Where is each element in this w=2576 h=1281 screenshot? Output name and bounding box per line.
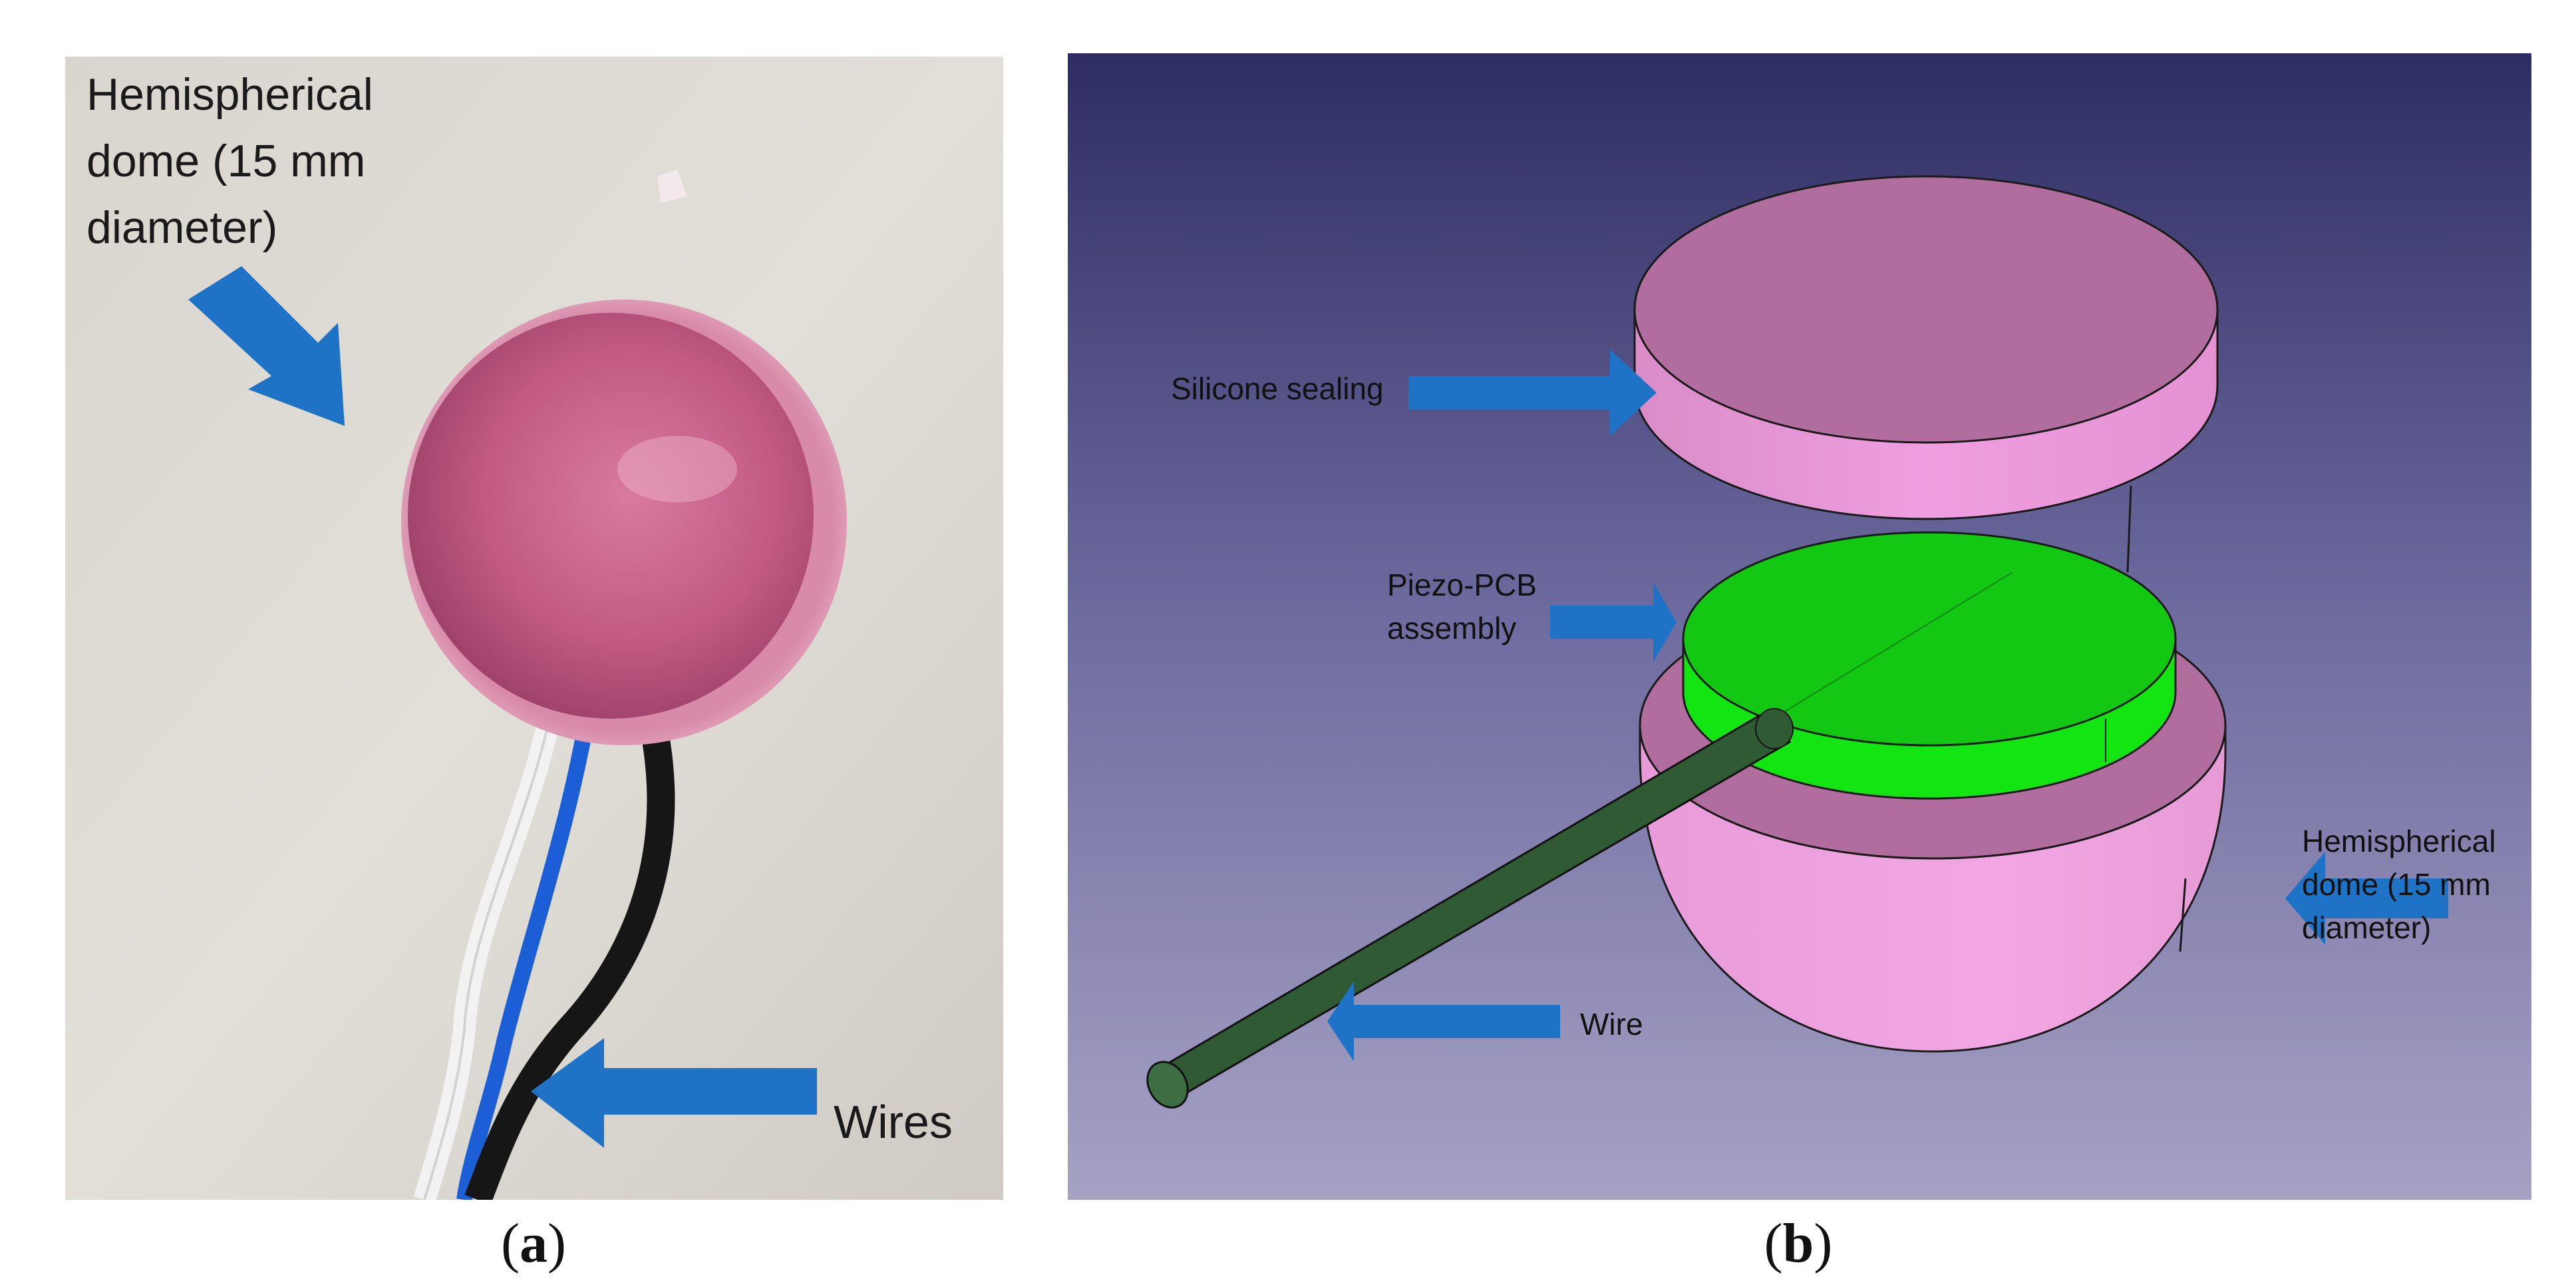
arrow-dome-icon	[2285, 852, 2448, 945]
caption-a: (a)	[501, 1212, 566, 1274]
callout-dome: Hemispherical dome (15 mm diameter)	[86, 69, 373, 253]
wires	[413, 684, 675, 1205]
panel-b-cad-model: Silicone sealing Piezo-PCB assembly Hemi…	[1068, 53, 2531, 1200]
label-dome-line1: Hemispherical	[2302, 824, 2496, 858]
callout-dome-line1: Hemispherical	[86, 69, 373, 120]
sensor-photo: Hemispherical dome (15 mm diameter) Wire…	[65, 57, 1003, 1205]
label-dome-line3: diameter)	[2302, 910, 2431, 945]
label-silicone-sealing: Silicone sealing	[1171, 371, 1384, 406]
arrow-to-dome-icon	[188, 266, 345, 426]
piezo-pcb-model	[1682, 531, 2177, 800]
callout-wires: Wires	[834, 1096, 953, 1148]
label-piezo-line1: Piezo-PCB	[1387, 568, 1537, 602]
callout-dome-line3: diameter)	[86, 202, 277, 253]
hemispherical-dome	[401, 170, 847, 745]
label-piezo-line2: assembly	[1387, 611, 1516, 645]
wire-model	[1146, 708, 1794, 1109]
label-dome-line2: dome (15 mm	[2302, 867, 2491, 902]
arrow-wire-icon	[1327, 982, 1560, 1061]
callout-dome-line2: dome (15 mm	[86, 136, 365, 186]
arrow-piezo-icon	[1550, 582, 1677, 662]
cad-render: Silicone sealing Piezo-PCB assembly Hemi…	[1068, 53, 2531, 1200]
silicone-sealing-model	[1633, 175, 2219, 573]
arrow-silicone-icon	[1408, 349, 1657, 436]
label-wire: Wire	[1580, 1007, 1643, 1041]
arrow-to-wires-icon	[531, 1038, 817, 1148]
caption-b: (b)	[1764, 1212, 1833, 1274]
panel-a-photo: Hemispherical dome (15 mm diameter) Wire…	[65, 57, 1003, 1205]
